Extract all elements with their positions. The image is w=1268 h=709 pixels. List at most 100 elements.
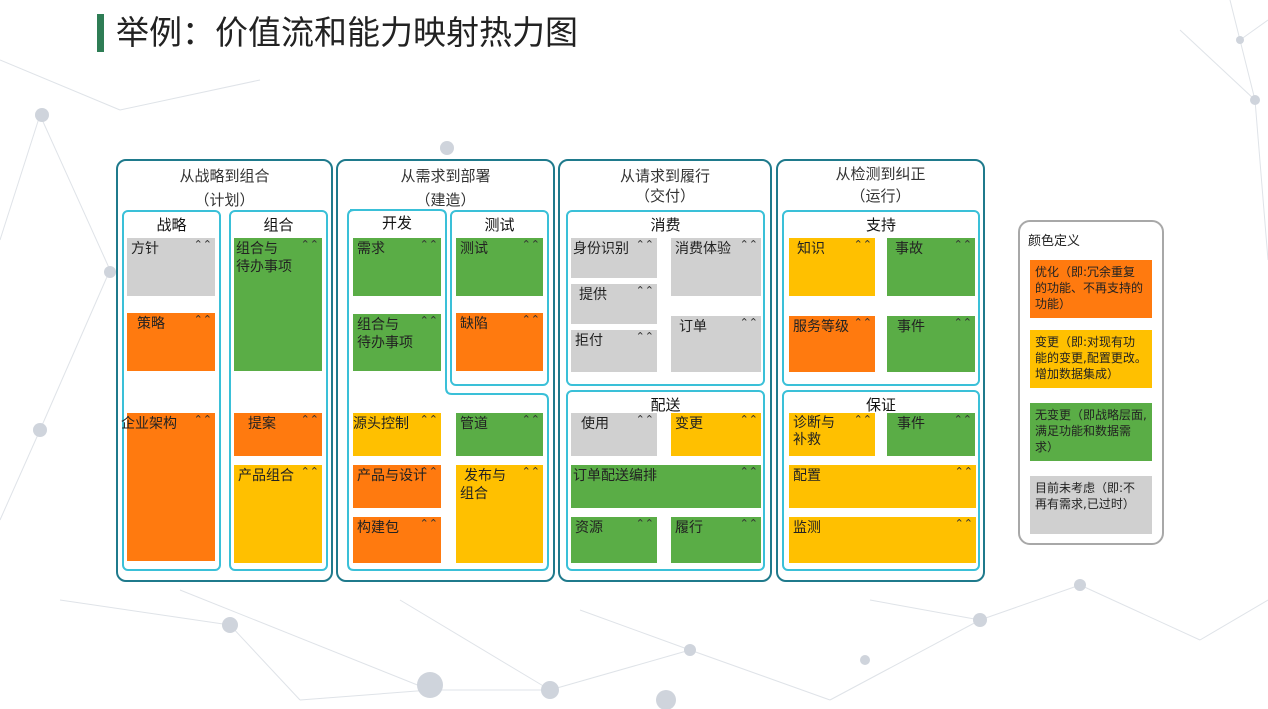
cell-diagnose-remediate[interactable]: 诊断与 补救 ⌃⌃ bbox=[789, 413, 875, 456]
cell-order-delivery-orchestration[interactable]: 订单配送编排 ⌃⌃ bbox=[571, 465, 761, 508]
cell-label: 诊断与 补救 bbox=[793, 415, 835, 448]
chevron-up-double-icon[interactable]: ⌃⌃ bbox=[853, 316, 872, 329]
group-develop-outline bbox=[347, 209, 549, 571]
cell-order[interactable]: 订单 ⌃⌃ bbox=[671, 316, 761, 372]
cell-portfolio-backlog[interactable]: 组合与 待办事项⌃⌃ bbox=[234, 238, 322, 371]
chevron-up-double-icon[interactable]: ⌃⌃ bbox=[635, 413, 654, 426]
cell-usage[interactable]: 使用 ⌃⌃ bbox=[571, 413, 657, 456]
title-accent-bar bbox=[97, 14, 104, 52]
cell-dev-portfolio-backlog[interactable]: 组合与 待办事项⌃⌃ bbox=[353, 314, 441, 371]
group-title: 保证 bbox=[865, 396, 896, 414]
group-title: 支持 bbox=[865, 216, 896, 234]
cell-service-level[interactable]: 服务等级⌃⌃ bbox=[789, 316, 875, 372]
cell-policy[interactable]: 方针 ⌃⌃ bbox=[127, 238, 215, 296]
cell-proposal[interactable]: 提案 ⌃⌃ bbox=[234, 413, 322, 456]
cell-product-portfolio[interactable]: 产品组合⌃⌃ bbox=[234, 465, 322, 563]
cell-pipeline[interactable]: 管道⌃⌃ bbox=[456, 413, 543, 456]
chevron-up-double-icon[interactable]: ⌃⌃ bbox=[419, 314, 438, 327]
chevron-up-double-icon[interactable]: ⌃⌃ bbox=[419, 465, 438, 478]
panel-title: 从需求到部署 bbox=[400, 167, 491, 185]
chevron-up-double-icon[interactable]: ⌃⌃ bbox=[953, 316, 972, 329]
cell-requirement[interactable]: 需求⌃⌃ bbox=[353, 238, 441, 296]
chevron-up-double-icon[interactable]: ⌃⌃ bbox=[739, 465, 758, 478]
cell-label: 履行 bbox=[675, 520, 703, 536]
chevron-up-double-icon[interactable]: ⌃⌃ bbox=[419, 413, 438, 426]
chevron-up-double-icon[interactable]: ⌃⌃ bbox=[954, 465, 973, 478]
cell-label: 企业架构 bbox=[121, 416, 177, 432]
cell-label: 缺陷 bbox=[460, 316, 488, 332]
group-title: 消费 bbox=[650, 216, 681, 234]
chevron-up-double-icon[interactable]: ⌃⌃ bbox=[419, 238, 438, 251]
panel-title: 从请求到履行 bbox=[619, 167, 710, 185]
cell-event-assurance[interactable]: 事件⌃⌃ bbox=[887, 413, 975, 456]
cell-label: 提案 bbox=[248, 416, 276, 432]
cell-event-support[interactable]: 事件⌃⌃ bbox=[887, 316, 975, 372]
chevron-up-double-icon[interactable]: ⌃⌃ bbox=[954, 517, 973, 530]
chevron-up-double-icon[interactable]: ⌃⌃ bbox=[953, 238, 972, 251]
cell-incident[interactable]: 事故⌃⌃ bbox=[887, 238, 975, 296]
chevron-up-double-icon[interactable]: ⌃⌃ bbox=[300, 413, 319, 426]
chevron-up-double-icon[interactable]: ⌃⌃ bbox=[853, 413, 872, 426]
cell-chargeback[interactable]: 拒付 ⌃⌃ bbox=[571, 330, 657, 372]
cell-configuration[interactable]: 配置 ⌃⌃ bbox=[789, 465, 976, 508]
chevron-up-double-icon[interactable]: ⌃⌃ bbox=[739, 316, 758, 329]
cell-product-design[interactable]: 产品与设计⌃⌃ bbox=[353, 465, 441, 508]
group-title: 测试 bbox=[484, 216, 515, 234]
chevron-up-double-icon[interactable]: ⌃⌃ bbox=[521, 465, 540, 478]
chevron-up-double-icon[interactable]: ⌃⌃ bbox=[739, 238, 758, 251]
cell-enterprise-architecture[interactable]: 企业架构 ⌃⌃ bbox=[121, 413, 215, 561]
cell-consume-experience[interactable]: 消费体验⌃⌃ bbox=[671, 238, 761, 296]
chevron-up-double-icon[interactable]: ⌃⌃ bbox=[521, 413, 540, 426]
cell-label: 资源 bbox=[575, 520, 603, 536]
cell-defect[interactable]: 缺陷 ⌃⌃ bbox=[456, 313, 543, 371]
legend-item-change: 变更（即:对现有功能的变更,配置更改。增加数据集成） bbox=[1030, 330, 1152, 388]
group-title: 战略 bbox=[156, 216, 187, 234]
cell-label: 构建包 bbox=[357, 520, 399, 536]
chevron-up-double-icon[interactable]: ⌃⌃ bbox=[193, 413, 212, 426]
panel-title: 从战略到组合 bbox=[179, 167, 270, 185]
chevron-up-double-icon[interactable]: ⌃⌃ bbox=[635, 517, 654, 530]
cell-label: 订单配送编排 bbox=[573, 468, 657, 484]
cell-label: 方针 bbox=[131, 241, 159, 257]
cell-label: 知识 bbox=[797, 241, 825, 257]
cell-label: 源头控制 bbox=[353, 416, 409, 432]
cell-identity[interactable]: 身份识别 ⌃⌃ bbox=[571, 238, 657, 278]
group-support: 支持 bbox=[782, 210, 980, 386]
group-strategy: 战略 bbox=[122, 210, 221, 571]
group-deliver: 配送 bbox=[566, 390, 765, 571]
cell-fulfill[interactable]: 履行 ⌃⌃ bbox=[671, 517, 761, 563]
cell-label: 订单 bbox=[679, 319, 707, 335]
cell-monitoring[interactable]: 监测⌃⌃ bbox=[789, 517, 976, 563]
cell-label: 拒付 bbox=[575, 333, 603, 349]
chevron-up-double-icon[interactable]: ⌃⌃ bbox=[635, 284, 654, 297]
cell-knowledge[interactable]: 知识 ⌃⌃ bbox=[789, 238, 875, 296]
chevron-up-double-icon[interactable]: ⌃⌃ bbox=[739, 413, 758, 426]
chevron-up-double-icon[interactable]: ⌃⌃ bbox=[953, 413, 972, 426]
chevron-up-double-icon[interactable]: ⌃⌃ bbox=[193, 313, 212, 326]
cell-test[interactable]: 测试⌃⌃ bbox=[456, 238, 543, 296]
chevron-up-double-icon[interactable]: ⌃⌃ bbox=[521, 238, 540, 251]
cell-change[interactable]: 变更⌃⌃ bbox=[671, 413, 761, 456]
chevron-up-double-icon[interactable]: ⌃⌃ bbox=[635, 330, 654, 343]
cell-release-portfolio[interactable]: 发布与 组合⌃⌃ bbox=[456, 465, 543, 563]
group-title-develop: 开发 bbox=[381, 214, 412, 232]
chevron-up-double-icon[interactable]: ⌃⌃ bbox=[193, 238, 212, 251]
page-title: 举例：价值流和能力映射热力图 bbox=[116, 13, 578, 52]
cell-build-package[interactable]: 构建包 ⌃⌃ bbox=[353, 517, 441, 563]
cell-label: 配置 bbox=[793, 468, 821, 484]
chevron-up-double-icon[interactable]: ⌃⌃ bbox=[521, 313, 540, 326]
legend-item-no-change: 无变更（即战略层面,满足功能和数据需求） bbox=[1030, 403, 1152, 461]
chevron-up-double-icon[interactable]: ⌃⌃ bbox=[300, 238, 319, 251]
cell-resource[interactable]: 资源 ⌃⌃ bbox=[571, 517, 657, 563]
cell-strategy[interactable]: 策略⌃⌃ bbox=[127, 313, 215, 371]
cell-label: 身份识别 bbox=[573, 241, 629, 257]
cell-label: 使用 bbox=[581, 416, 609, 432]
chevron-up-double-icon[interactable]: ⌃⌃ bbox=[419, 517, 438, 530]
chevron-up-double-icon[interactable]: ⌃⌃ bbox=[853, 238, 872, 251]
cell-source-control[interactable]: 源头控制 ⌃⌃ bbox=[353, 413, 441, 456]
chevron-up-double-icon[interactable]: ⌃⌃ bbox=[300, 465, 319, 478]
cell-provide[interactable]: 提供⌃⌃ bbox=[571, 284, 657, 324]
chevron-up-double-icon[interactable]: ⌃⌃ bbox=[739, 517, 758, 530]
legend-item-optimize: 优化（即:冗余重复的功能、不再支持的功能） bbox=[1030, 260, 1152, 318]
chevron-up-double-icon[interactable]: ⌃⌃ bbox=[635, 238, 654, 251]
